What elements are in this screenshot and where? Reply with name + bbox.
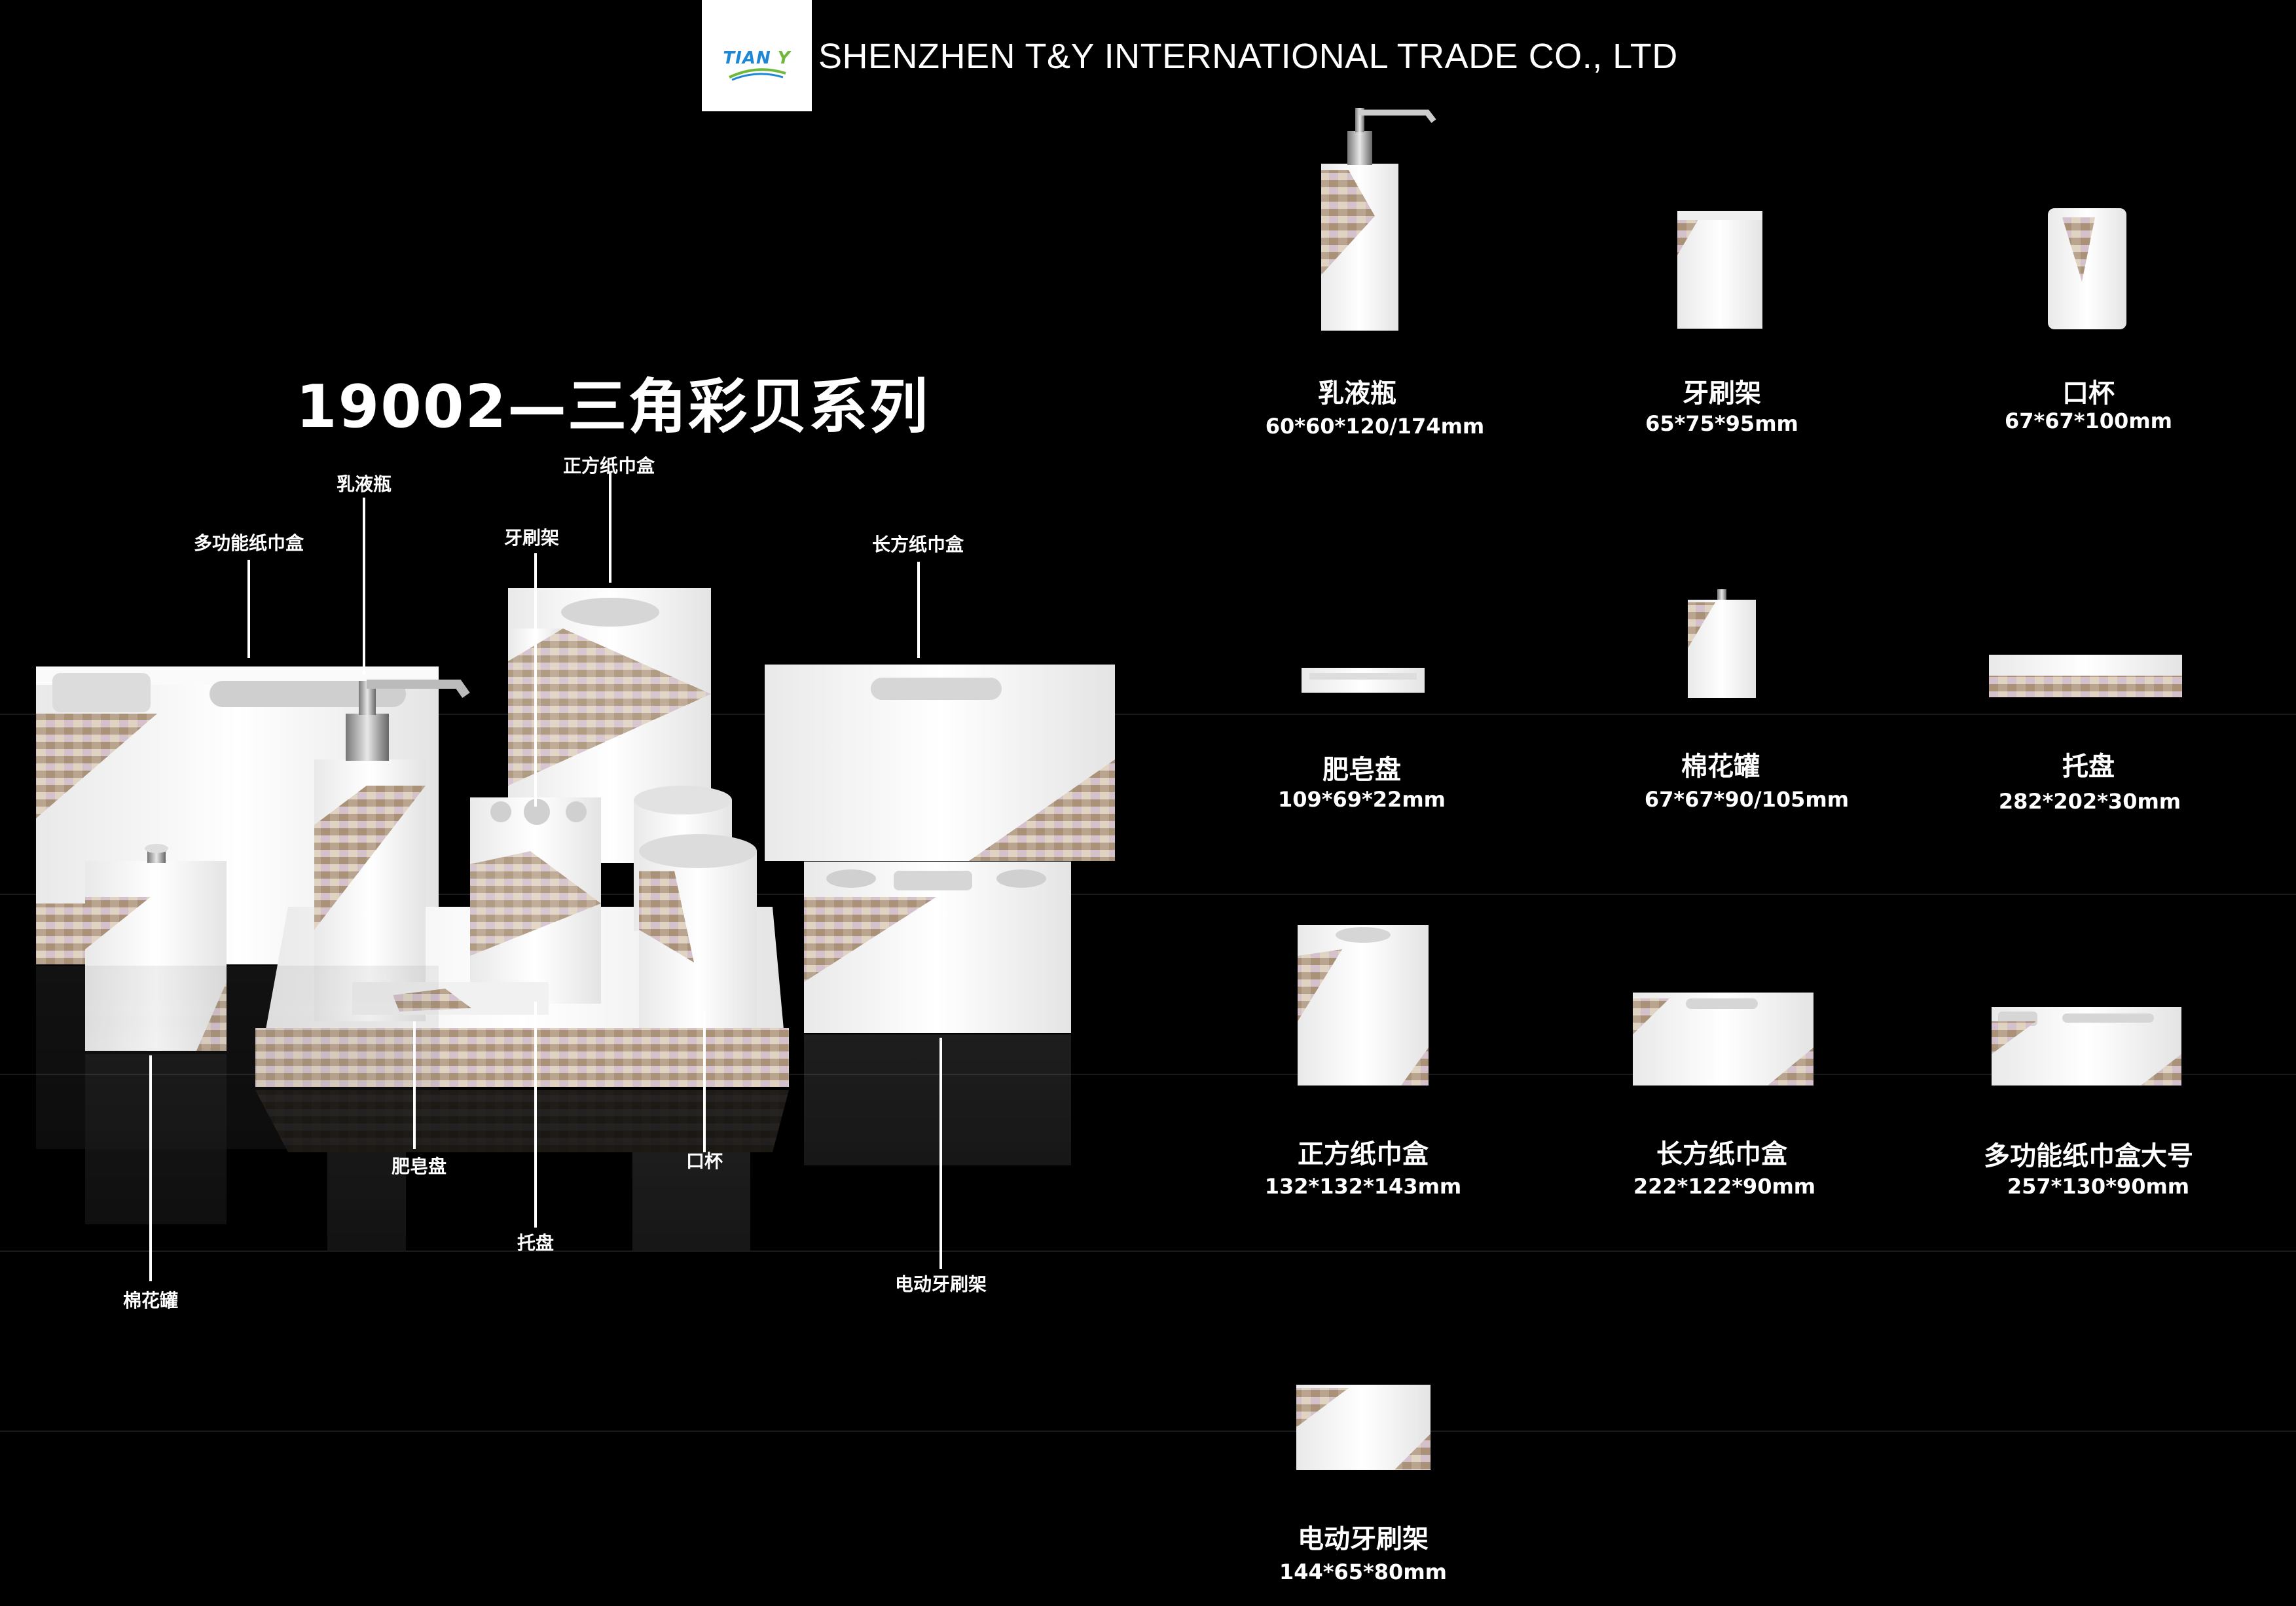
divider bbox=[0, 1250, 2296, 1252]
catalog-tray-thumb bbox=[1989, 655, 2182, 697]
rect-tissue-box-illustration bbox=[765, 665, 1115, 861]
catalog-name: 长方纸巾盒 bbox=[1656, 1139, 1787, 1169]
catalog-name: 电动牙刷架 bbox=[1298, 1524, 1429, 1554]
catalog-cup-thumb bbox=[2048, 208, 2126, 329]
logo-wordmark: TIAN Y bbox=[723, 48, 791, 68]
electric-toothbrush-holder-illustration bbox=[804, 862, 1071, 1033]
divider bbox=[0, 1431, 2296, 1432]
catalog-dims: 65*75*95mm bbox=[1645, 411, 1798, 436]
callout-electric-toothbrush-holder: 电动牙刷架 bbox=[894, 1273, 987, 1295]
callout-multi-tissue-box: 多功能纸巾盒 bbox=[193, 532, 304, 554]
square-tissue-box-illustration bbox=[508, 588, 711, 863]
callout-lotion-bottle: 乳液瓶 bbox=[336, 473, 392, 495]
callout-rect-tissue-box: 长方纸巾盒 bbox=[871, 534, 964, 555]
catalog-name: 多功能纸巾盒大号 bbox=[1984, 1141, 2193, 1171]
cup-illustration bbox=[634, 786, 757, 1028]
catalog-dims: 60*60*120/174mm bbox=[1265, 414, 1485, 439]
callout-soap-dish: 肥皂盘 bbox=[391, 1156, 447, 1177]
callout-cotton-jar: 棉花罐 bbox=[122, 1290, 179, 1311]
catalog-cotton-jar-thumb bbox=[1688, 589, 1756, 698]
callout-lines bbox=[149, 471, 942, 1281]
catalog-name: 牙刷架 bbox=[1683, 378, 1761, 409]
catalog-square-tissue-box-thumb bbox=[1298, 925, 1429, 1086]
catalog-multi-tissue-box-thumb bbox=[1992, 1007, 2181, 1086]
divider bbox=[0, 1074, 2296, 1075]
company-name: SHENZHEN T&Y INTERNATIONAL TRADE CO., LT… bbox=[818, 37, 1678, 76]
divider bbox=[0, 714, 2296, 715]
catalog-lotion-bottle-thumb bbox=[1321, 108, 1436, 331]
catalog-soap-dish-thumb bbox=[1302, 668, 1425, 693]
logo-swoosh-icon bbox=[729, 68, 786, 81]
toothbrush-holder-illustration bbox=[470, 797, 601, 1004]
callout-toothbrush-holder: 牙刷架 bbox=[503, 527, 560, 549]
catalog-name: 肥皂盘 bbox=[1322, 755, 1401, 785]
catalog-dims: 222*122*90mm bbox=[1633, 1174, 1816, 1199]
catalog-name: 托盘 bbox=[2062, 752, 2115, 782]
divider bbox=[0, 894, 2296, 895]
catalog-rect-tissue-box-thumb bbox=[1633, 993, 1813, 1086]
catalog-name: 乳液瓶 bbox=[1318, 378, 1396, 409]
catalog-dims: 282*202*30mm bbox=[1998, 789, 2181, 814]
callout-tray: 托盘 bbox=[517, 1232, 555, 1254]
company-logo: TIAN Y bbox=[702, 0, 812, 111]
catalog-dims: 132*132*143mm bbox=[1264, 1174, 1462, 1199]
catalog-name: 正方纸巾盒 bbox=[1298, 1139, 1429, 1169]
catalog-dims: 67*67*100mm bbox=[2004, 409, 2173, 433]
catalog-dims: 109*69*22mm bbox=[1277, 787, 1446, 812]
catalog-name: 棉花罐 bbox=[1681, 752, 1760, 782]
catalog-dims: 67*67*90/105mm bbox=[1644, 787, 1850, 812]
catalog-dims: 257*130*90mm bbox=[2007, 1174, 2190, 1199]
catalog-toothbrush-holder-thumb bbox=[1677, 211, 1762, 329]
catalog-electric-toothbrush-holder-thumb bbox=[1296, 1385, 1430, 1470]
catalog-dims: 144*65*80mm bbox=[1279, 1560, 1448, 1584]
reflection bbox=[36, 966, 1071, 1250]
catalog-name: 口杯 bbox=[2062, 378, 2115, 409]
callout-cup: 口杯 bbox=[685, 1150, 723, 1172]
series-title: 19002—三角彩贝系列 bbox=[296, 373, 930, 441]
callout-square-tissue-box: 正方纸巾盒 bbox=[562, 455, 655, 477]
